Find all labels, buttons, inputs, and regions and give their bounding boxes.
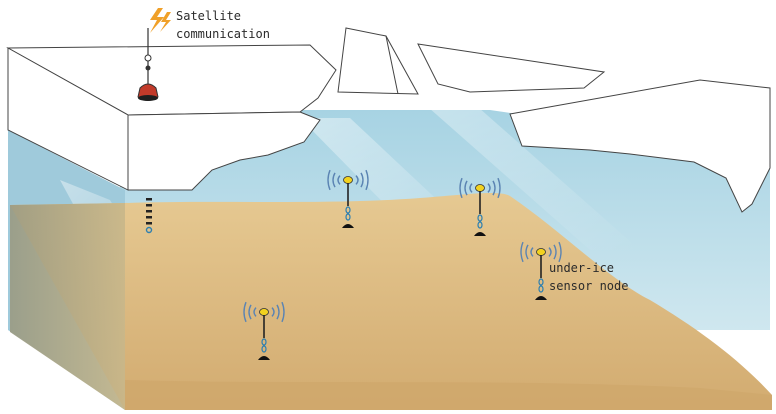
- sensor-node-anchor: [342, 224, 354, 228]
- satellite-label-line2: communication: [176, 27, 270, 41]
- anchor-chain: [345, 206, 351, 214]
- signal-wave-icon: [520, 241, 524, 263]
- signal-wave-icon: [530, 247, 534, 257]
- signal-wave-icon: [332, 172, 336, 188]
- signal-wave-icon: [459, 177, 463, 199]
- signal-wave-icon: [497, 177, 501, 199]
- signal-wave-icon: [355, 175, 359, 185]
- signal-wave-icon: [487, 183, 491, 193]
- signal-wave-icon: [469, 183, 473, 193]
- anchor-chain: [145, 198, 153, 234]
- signal-wave-icon: [253, 307, 257, 317]
- sensor-node-head: [536, 248, 546, 256]
- sensor-node-head: [343, 176, 353, 184]
- seabed-surface: [10, 192, 772, 410]
- node-label-line2: sensor node: [549, 279, 628, 293]
- satellite-buoy-base: [138, 95, 158, 101]
- light-ray: [420, 100, 640, 250]
- sensor-node-anchor: [474, 232, 486, 236]
- lightning-icon: [150, 8, 164, 33]
- sensor-node: [327, 169, 369, 228]
- sensor-node-head: [259, 308, 269, 316]
- sensor-node-anchor: [258, 356, 270, 360]
- sensor-node: [459, 177, 501, 236]
- signal-wave-icon: [558, 241, 562, 263]
- anchor-chain: [538, 278, 544, 286]
- signal-wave-icon: [360, 172, 364, 188]
- ice-block-left-front: [127, 111, 321, 191]
- ice-floe-right: [509, 79, 771, 213]
- signal-wave-icon: [243, 301, 247, 323]
- lightning-icon: [160, 12, 171, 32]
- seabed-darker-band: [125, 380, 772, 410]
- signal-wave-icon: [553, 244, 557, 260]
- buoy-antenna-bead: [145, 65, 151, 71]
- signal-wave-icon: [492, 180, 496, 196]
- signal-wave-icon: [337, 175, 341, 185]
- signal-wave-icon: [464, 180, 468, 196]
- buoy-antenna-bead: [144, 54, 152, 62]
- ice-floe-back: [417, 43, 606, 93]
- sensor-node-anchor: [535, 296, 547, 300]
- sensor-node: [243, 301, 285, 360]
- signal-wave-icon: [548, 247, 552, 257]
- signal-wave-icon: [281, 301, 285, 323]
- signal-wave-icon: [525, 244, 529, 260]
- sensor-node: [520, 241, 562, 300]
- signal-wave-icon: [271, 307, 275, 317]
- node-label-line1: under-ice: [549, 261, 614, 275]
- anchor-chain: [477, 214, 483, 222]
- signal-wave-icon: [327, 169, 331, 191]
- anchor-chain: [477, 221, 483, 229]
- ice-block-left-side: [7, 47, 129, 191]
- ice-floe-peak: [337, 27, 419, 95]
- sensor-nodes-layer: [243, 169, 562, 360]
- signal-wave-icon: [248, 304, 252, 320]
- signal-wave-icon: [276, 304, 280, 320]
- ice-floe-peak-ridge: [385, 35, 399, 95]
- satellite-label-line1: Satellite: [176, 9, 241, 23]
- signal-wave-icon: [365, 169, 369, 191]
- anchor-chain: [261, 345, 267, 353]
- anchor-chain: [345, 213, 351, 221]
- sensor-node-head: [475, 184, 485, 192]
- anchor-chain: [261, 338, 267, 346]
- seabed-side-face: [10, 203, 125, 410]
- anchor-chain: [538, 285, 544, 293]
